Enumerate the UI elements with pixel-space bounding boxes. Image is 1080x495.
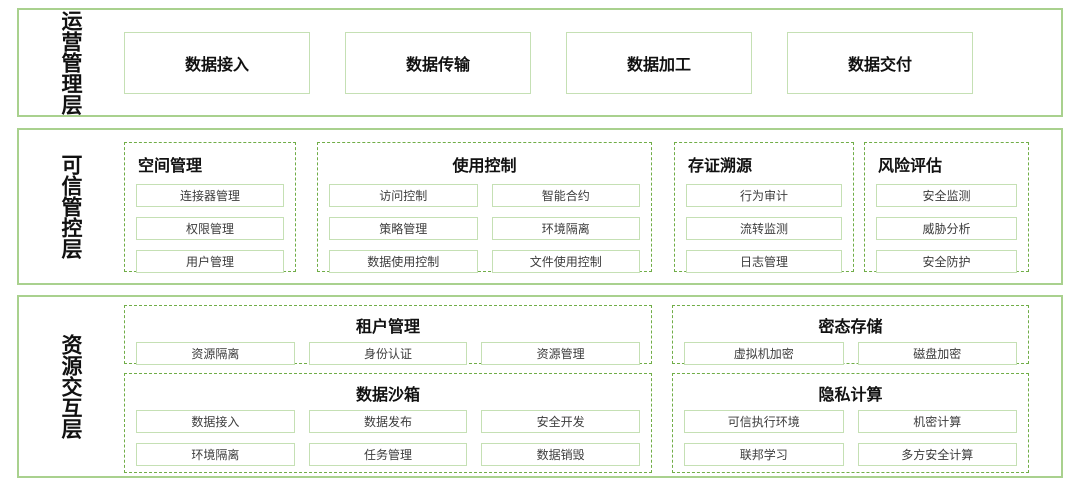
item-threat-analysis: 威胁分析	[876, 217, 1017, 240]
item-environment-isolation: 环境隔离	[136, 443, 295, 466]
layer-title-operations: 运营管理层	[59, 10, 83, 115]
group-usage-control: 使用控制 访问控制 智能合约 策略管理 环境隔离 数据使用控制 文件使用控制	[317, 142, 652, 273]
item-policy-management: 策略管理	[329, 217, 478, 240]
item-data-access: 数据接入	[136, 410, 295, 433]
item-behavior-audit: 行为审计	[686, 184, 842, 207]
stage-box-data-processing: 数据加工	[566, 31, 752, 94]
group-items: 访问控制 智能合约 策略管理 环境隔离 数据使用控制 文件使用控制	[329, 184, 640, 273]
group-title-usage-control: 使用控制	[452, 156, 517, 175]
item-permission-management: 权限管理	[136, 217, 284, 240]
layer-label-column: 可信管控层	[19, 130, 122, 283]
item-task-management: 任务管理	[308, 443, 468, 466]
layer-trusted-control: 可信管控层 空间管理 连接器管理 权限管理 用户管理 使用控制 访问控制 智能合…	[17, 128, 1063, 285]
item-data-usage-control: 数据使用控制	[329, 250, 478, 273]
group-title-encrypted-storage: 密态存储	[818, 317, 883, 336]
group-data-sandbox: 数据沙箱 数据接入 数据发布 安全开发 环境隔离 任务管理 数据销毁	[124, 373, 652, 473]
group-title-space-management: 空间管理	[138, 156, 203, 175]
group-evidence-traceability: 存证溯源 行为审计 流转监测 日志管理	[674, 142, 854, 273]
layer-title-resource-interaction: 资源交互层	[59, 334, 83, 439]
item-smart-contract: 智能合约	[491, 184, 640, 207]
group-items: 安全监测 威胁分析 安全防护	[876, 184, 1017, 273]
item-file-usage-control: 文件使用控制	[491, 250, 640, 273]
stage-row: 数据接入 数据传输 数据加工 数据交付	[122, 10, 1061, 115]
layer-resource-interaction: 资源交互层 租户管理 资源隔离 身份认证 资源管理 密态存储 虚拟机加密 磁盘加…	[17, 295, 1063, 478]
item-disk-encryption: 磁盘加密	[857, 342, 1017, 365]
layer-operations-management: 运营管理层 数据接入 数据传输 数据加工 数据交付	[17, 8, 1063, 117]
layer-label-column: 运营管理层	[19, 10, 122, 115]
group-title-tenant-management: 租户管理	[355, 317, 420, 336]
group-title-privacy-computing: 隐私计算	[818, 385, 883, 404]
group-items: 行为审计 流转监测 日志管理	[686, 184, 842, 273]
group-items: 虚拟机加密 磁盘加密	[684, 342, 1017, 365]
group-items: 可信执行环境 机密计算 联邦学习 多方安全计算	[684, 410, 1017, 466]
resource-interaction-groups: 租户管理 资源隔离 身份认证 资源管理 密态存储 虚拟机加密 磁盘加密 数据沙箱…	[122, 297, 1061, 476]
group-privacy-computing: 隐私计算 可信执行环境 机密计算 联邦学习 多方安全计算	[672, 373, 1029, 473]
group-space-management: 空间管理 连接器管理 权限管理 用户管理	[124, 142, 296, 273]
item-security-protection: 安全防护	[876, 250, 1017, 273]
group-items: 数据接入 数据发布 安全开发 环境隔离 任务管理 数据销毁	[136, 410, 640, 466]
item-data-destruction: 数据销毁	[481, 443, 640, 466]
stage-box-data-delivery: 数据交付	[787, 31, 973, 94]
group-tenant-management: 租户管理 资源隔离 身份认证 资源管理	[124, 305, 652, 365]
item-secure-development: 安全开发	[481, 410, 640, 433]
item-vm-encryption: 虚拟机加密	[684, 342, 844, 365]
trusted-control-groups: 空间管理 连接器管理 权限管理 用户管理 使用控制 访问控制 智能合约 策略管理…	[122, 130, 1061, 283]
group-title-risk-assessment: 风险评估	[878, 156, 943, 175]
stage-box-data-access: 数据接入	[124, 31, 310, 94]
item-log-management: 日志管理	[686, 250, 842, 273]
group-risk-assessment: 风险评估 安全监测 威胁分析 安全防护	[864, 142, 1029, 273]
item-access-control: 访问控制	[329, 184, 478, 207]
architecture-diagram: 运营管理层 数据接入 数据传输 数据加工 数据交付 可信管控层 空间管理 连接器…	[17, 8, 1063, 478]
item-security-monitoring: 安全监测	[876, 184, 1017, 207]
item-identity-authentication: 身份认证	[308, 342, 468, 365]
item-trusted-execution-environment: 可信执行环境	[684, 410, 844, 433]
item-multiparty-secure-computation: 多方安全计算	[857, 443, 1017, 466]
item-flow-monitoring: 流转监测	[686, 217, 842, 240]
group-title-data-sandbox: 数据沙箱	[355, 385, 420, 404]
layer-title-trusted-control: 可信管控层	[59, 154, 83, 259]
stage-box-data-transmission: 数据传输	[345, 31, 531, 94]
layer-label-column: 资源交互层	[19, 297, 122, 476]
item-federated-learning: 联邦学习	[684, 443, 844, 466]
item-confidential-computing: 机密计算	[857, 410, 1017, 433]
group-title-evidence-traceability: 存证溯源	[688, 156, 753, 175]
item-connector-management: 连接器管理	[136, 184, 284, 207]
group-items: 连接器管理 权限管理 用户管理	[136, 184, 284, 273]
group-encrypted-storage: 密态存储 虚拟机加密 磁盘加密	[672, 305, 1029, 365]
item-user-management: 用户管理	[136, 250, 284, 273]
group-items: 资源隔离 身份认证 资源管理	[136, 342, 640, 365]
item-resource-management: 资源管理	[481, 342, 640, 365]
item-data-publishing: 数据发布	[308, 410, 468, 433]
item-resource-isolation: 资源隔离	[136, 342, 295, 365]
item-environment-isolation: 环境隔离	[491, 217, 640, 240]
